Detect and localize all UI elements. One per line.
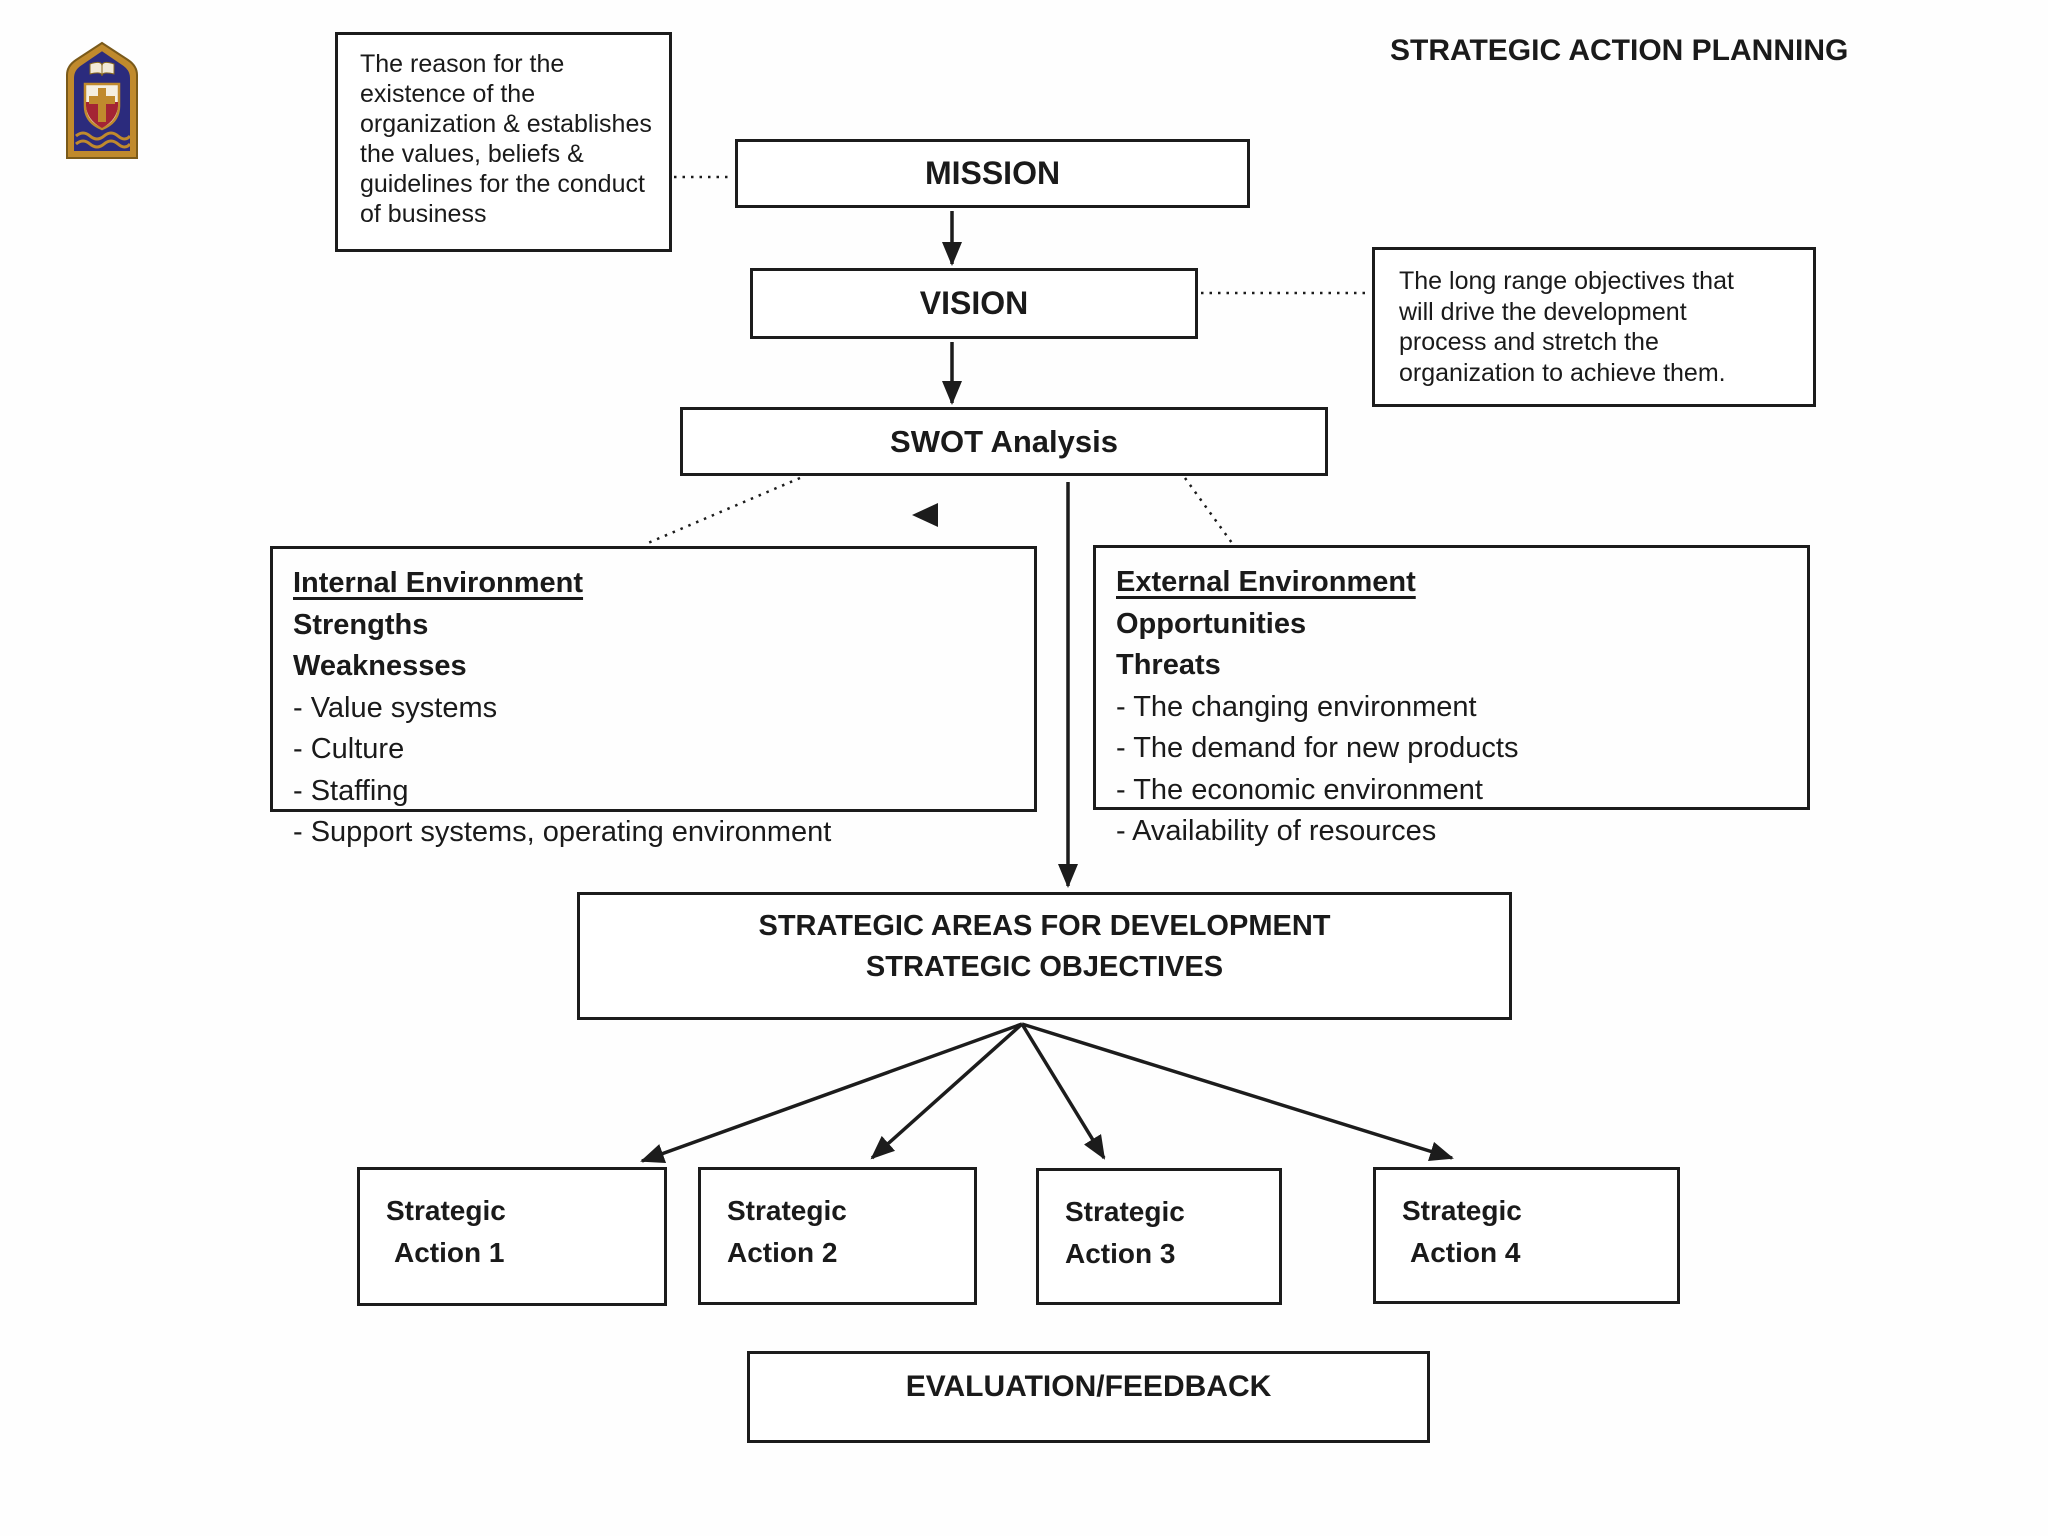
- vision-note-line: process and stretch the: [1399, 328, 1659, 356]
- mission-note-line: the values, beliefs &: [360, 140, 584, 168]
- internal-bullet: - Support systems, operating environment: [293, 816, 832, 848]
- crest-cross-horizontal: [89, 96, 115, 104]
- mission-note-box: The reason for the existence of the orga…: [335, 32, 672, 252]
- strategic-action-2-line2: Action 2: [727, 1237, 838, 1268]
- mission-note-line: existence of the: [360, 80, 536, 108]
- fan-arrow-action-4: [1021, 1022, 1454, 1162]
- external-bullet: - The changing environment: [1116, 690, 1477, 723]
- strategic-action-3-line2: Action 3: [1065, 1238, 1176, 1269]
- mission-note-line: guidelines for the conduct: [360, 170, 645, 198]
- vision-note-text: The long range objectives that will driv…: [1375, 250, 1813, 388]
- mission-label: MISSION: [924, 155, 1061, 191]
- connector-swot-external: [1183, 477, 1234, 544]
- external-bullet: - The demand for new products: [1116, 732, 1519, 764]
- external-bullet: - The economic environment: [1116, 773, 1483, 806]
- internal-bullet: - Culture: [293, 733, 405, 765]
- vision-note-box: The long range objectives that will driv…: [1372, 247, 1816, 407]
- strategic-action-3-box: Strategic Action 3: [1036, 1168, 1282, 1305]
- mission-note-line: of business: [360, 200, 487, 228]
- mission-note-line: organization & establishes: [360, 110, 652, 138]
- external-opportunities-label: Opportunities: [1116, 607, 1307, 640]
- strategic-action-1-line1: Strategic: [386, 1195, 506, 1226]
- strategic-action-3-line1: Strategic: [1065, 1196, 1185, 1227]
- strategic-action-1-box: Strategic Action 1: [357, 1167, 667, 1306]
- left-arrowhead-icon: [912, 503, 938, 527]
- evaluation-feedback-box: EVALUATION/FEEDBACK: [747, 1351, 1430, 1443]
- fan-arrow-action-2: [870, 1022, 1024, 1160]
- connector-swot-internal: [647, 476, 801, 545]
- strategic-areas-line1: STRATEGIC AREAS FOR DEVELOPMENT: [758, 910, 1331, 942]
- internal-weaknesses-label: Weaknesses: [293, 650, 467, 682]
- vision-box: VISION: [750, 268, 1198, 339]
- internal-environment-box: Internal Environment Strengths Weaknesse…: [270, 546, 1037, 848]
- strategic-areas-line2: STRATEGIC OBJECTIVES: [865, 951, 1224, 983]
- strategic-action-2-text: Strategic Action 2: [701, 1170, 974, 1274]
- strategic-action-1-text: Strategic Action 1: [360, 1170, 664, 1274]
- mission-note-line: The reason for the: [360, 50, 565, 78]
- vision-note-line: will drive the development: [1399, 297, 1687, 326]
- organization-crest-logo: [66, 41, 138, 159]
- vision-note-line: The long range objectives that: [1399, 267, 1734, 295]
- internal-environment-heading: Internal Environment: [293, 567, 584, 599]
- mission-box: MISSION: [735, 139, 1250, 208]
- strategic-action-4-line2: Action 4: [1410, 1237, 1521, 1268]
- crest-cross-vertical: [98, 88, 106, 122]
- strategic-action-4-box: Strategic Action 4: [1373, 1167, 1680, 1304]
- external-threats-label: Threats: [1116, 649, 1221, 681]
- vision-note-line: organization to achieve them.: [1399, 358, 1726, 387]
- evaluation-feedback-label: EVALUATION/FEEDBACK: [905, 1370, 1272, 1403]
- strategic-areas-box: STRATEGIC AREAS FOR DEVELOPMENT STRATEGI…: [577, 892, 1512, 1020]
- strategic-action-2-box: Strategic Action 2: [698, 1167, 977, 1305]
- strategic-action-4-text: Strategic Action 4: [1376, 1170, 1677, 1274]
- crest-waves: [75, 131, 132, 149]
- external-environment-text: External Environment Opportunities Threa…: [1096, 548, 1807, 853]
- strategic-action-2-line1: Strategic: [727, 1195, 847, 1226]
- vision-label: VISION: [919, 285, 1029, 321]
- swot-analysis-box: SWOT Analysis: [680, 407, 1328, 476]
- mission-note-text: The reason for the existence of the orga…: [338, 35, 669, 229]
- crest-book-icon: [89, 61, 115, 77]
- internal-bullet: - Staffing: [293, 774, 409, 807]
- external-environment-box: External Environment Opportunities Threa…: [1093, 545, 1810, 847]
- strategic-action-3-text: Strategic Action 3: [1039, 1171, 1279, 1275]
- internal-environment-text: Internal Environment Strengths Weaknesse…: [273, 549, 1034, 854]
- internal-strengths-label: Strengths: [293, 608, 429, 641]
- strategic-areas-text: STRATEGIC AREAS FOR DEVELOPMENT STRATEGI…: [580, 895, 1509, 988]
- strategic-action-4-line1: Strategic: [1402, 1195, 1522, 1226]
- strategic-action-1-line2: Action 1: [394, 1237, 505, 1268]
- swot-label: SWOT Analysis: [890, 423, 1118, 459]
- fan-arrow-action-3: [1020, 1023, 1106, 1160]
- fan-arrow-action-1: [640, 1022, 1023, 1163]
- diagram-title: STRATEGIC ACTION PLANNING: [1390, 34, 1849, 67]
- internal-bullet: - Value systems: [293, 691, 498, 724]
- external-bullet: - Availability of resources: [1116, 815, 1437, 847]
- external-environment-heading: External Environment: [1116, 566, 1416, 598]
- crest-shield: [83, 82, 121, 131]
